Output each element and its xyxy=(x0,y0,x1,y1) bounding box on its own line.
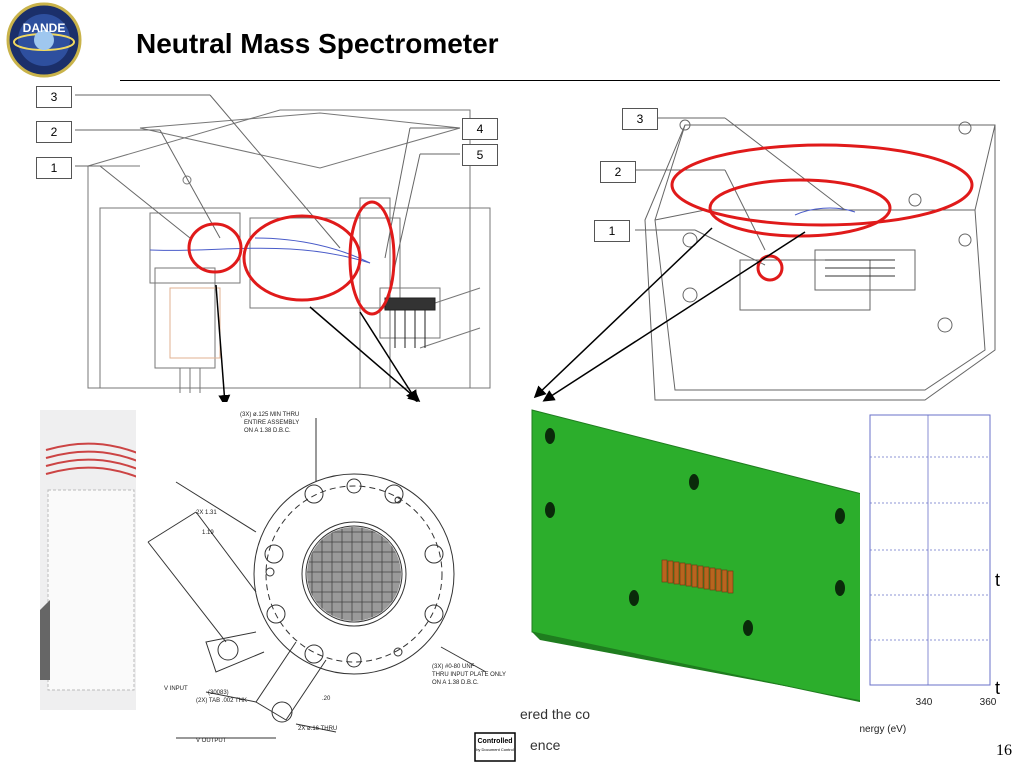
chart-xlabel: Kinetic Energy (eV) xyxy=(860,724,906,735)
label-v-output: V OUTPUT xyxy=(196,738,227,744)
note-right-3: ON A 1.38 D.B.C. xyxy=(432,680,479,686)
label-tab-1: (30083) xyxy=(208,690,229,696)
tick-label-360: 360 xyxy=(980,697,997,708)
body-text-fragment-1: ered the co xyxy=(520,706,591,722)
logo-text: DANDE xyxy=(23,21,66,35)
page-title: Neutral Mass Spectrometer xyxy=(136,28,499,59)
detector-pcb-board xyxy=(522,402,870,702)
edge-text-2: t xyxy=(995,678,1001,698)
callout-2: 2 xyxy=(36,121,72,143)
note-right-1: (3X) #0-80 UNF xyxy=(432,664,475,670)
dande-logo: DANDE xyxy=(6,2,82,78)
body-text-fragment-2: ence xyxy=(530,737,561,753)
dim-1: 2X 1.31 xyxy=(196,510,217,516)
detector-photo-inset xyxy=(40,410,140,710)
stamp-line-1: Controlled xyxy=(478,738,513,745)
callout-4: 4 xyxy=(462,118,498,140)
tick-label-340: 340 xyxy=(916,697,933,708)
label-v-input: V INPUT xyxy=(164,686,188,692)
dim-3: .20 xyxy=(322,696,331,702)
spectrometer-cutaway-drawing xyxy=(75,94,491,393)
dim-2: 1.19 xyxy=(202,530,214,536)
callout-3: 3 xyxy=(36,86,72,108)
stamp-line-2: by Document Control xyxy=(476,747,514,752)
callout-5: 5 xyxy=(462,144,498,166)
title-divider xyxy=(120,80,1000,81)
callout-right-2: 2 xyxy=(600,161,636,183)
page-number: 16 xyxy=(996,742,1012,759)
note-top-2: ENTIRE ASSEMBLY xyxy=(244,420,299,426)
label-tab-2: (2X) TAB .002 THK xyxy=(196,698,247,704)
controlled-stamp: Controlled by Document Control xyxy=(474,732,516,762)
note-top-1: (3X) ø.125 MIN THRU xyxy=(240,412,299,418)
edge-text-1: t xyxy=(995,570,1001,590)
energy-chart: 340 360 Kinetic Energy (eV) xyxy=(860,405,1024,745)
note-right-2: THRU INPUT PLATE ONLY xyxy=(432,672,506,678)
callout-right-1: 1 xyxy=(594,220,630,242)
note-top-3: ON A 1.38 D.B.C. xyxy=(244,428,291,434)
callout-right-3: 3 xyxy=(622,108,658,130)
note-bottom: 2X ø.16 THRU xyxy=(298,726,337,732)
detector-ring-drawing: (3X) ø.125 MIN THRU ENTIRE ASSEMBLY ON A… xyxy=(136,402,522,766)
spectrometer-top-view-drawing xyxy=(635,117,996,401)
callout-1: 1 xyxy=(36,157,72,179)
